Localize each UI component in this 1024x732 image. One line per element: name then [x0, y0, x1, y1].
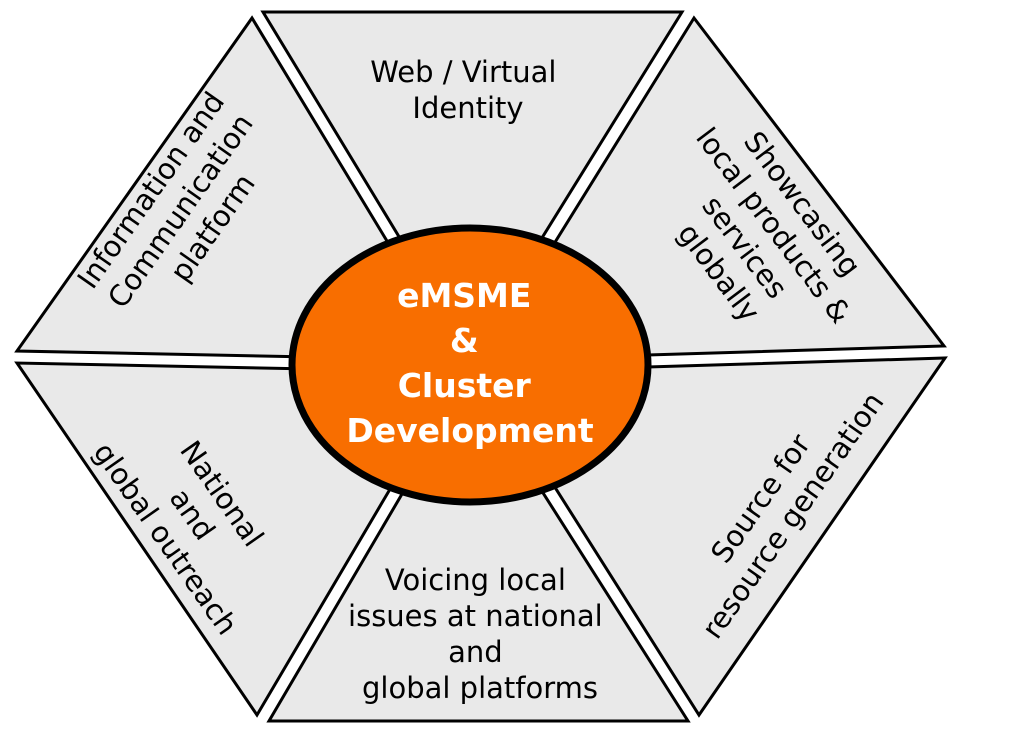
center-title-line: & — [450, 321, 479, 360]
center-title: eMSME & Cluster Development — [346, 276, 594, 450]
segment-bottom-label: Voicing local issues at national and glo… — [348, 563, 612, 705]
center-title-line: Cluster — [398, 366, 532, 405]
segment-top — [260, 10, 685, 357]
label-line: Web / Virtual — [370, 55, 556, 89]
center-title-line: eMSME — [397, 276, 531, 315]
label-line: issues at national — [348, 599, 603, 633]
center-ellipse — [288, 224, 652, 506]
label-line: and — [448, 635, 503, 669]
segment-bottom — [266, 375, 691, 723]
center-title-line: Development — [346, 411, 594, 450]
label-line: global platforms — [362, 671, 598, 705]
segment-top-label: Web / Virtual Identity — [370, 55, 565, 125]
label-line: Voicing local — [385, 563, 566, 597]
label-line: Identity — [412, 91, 523, 125]
